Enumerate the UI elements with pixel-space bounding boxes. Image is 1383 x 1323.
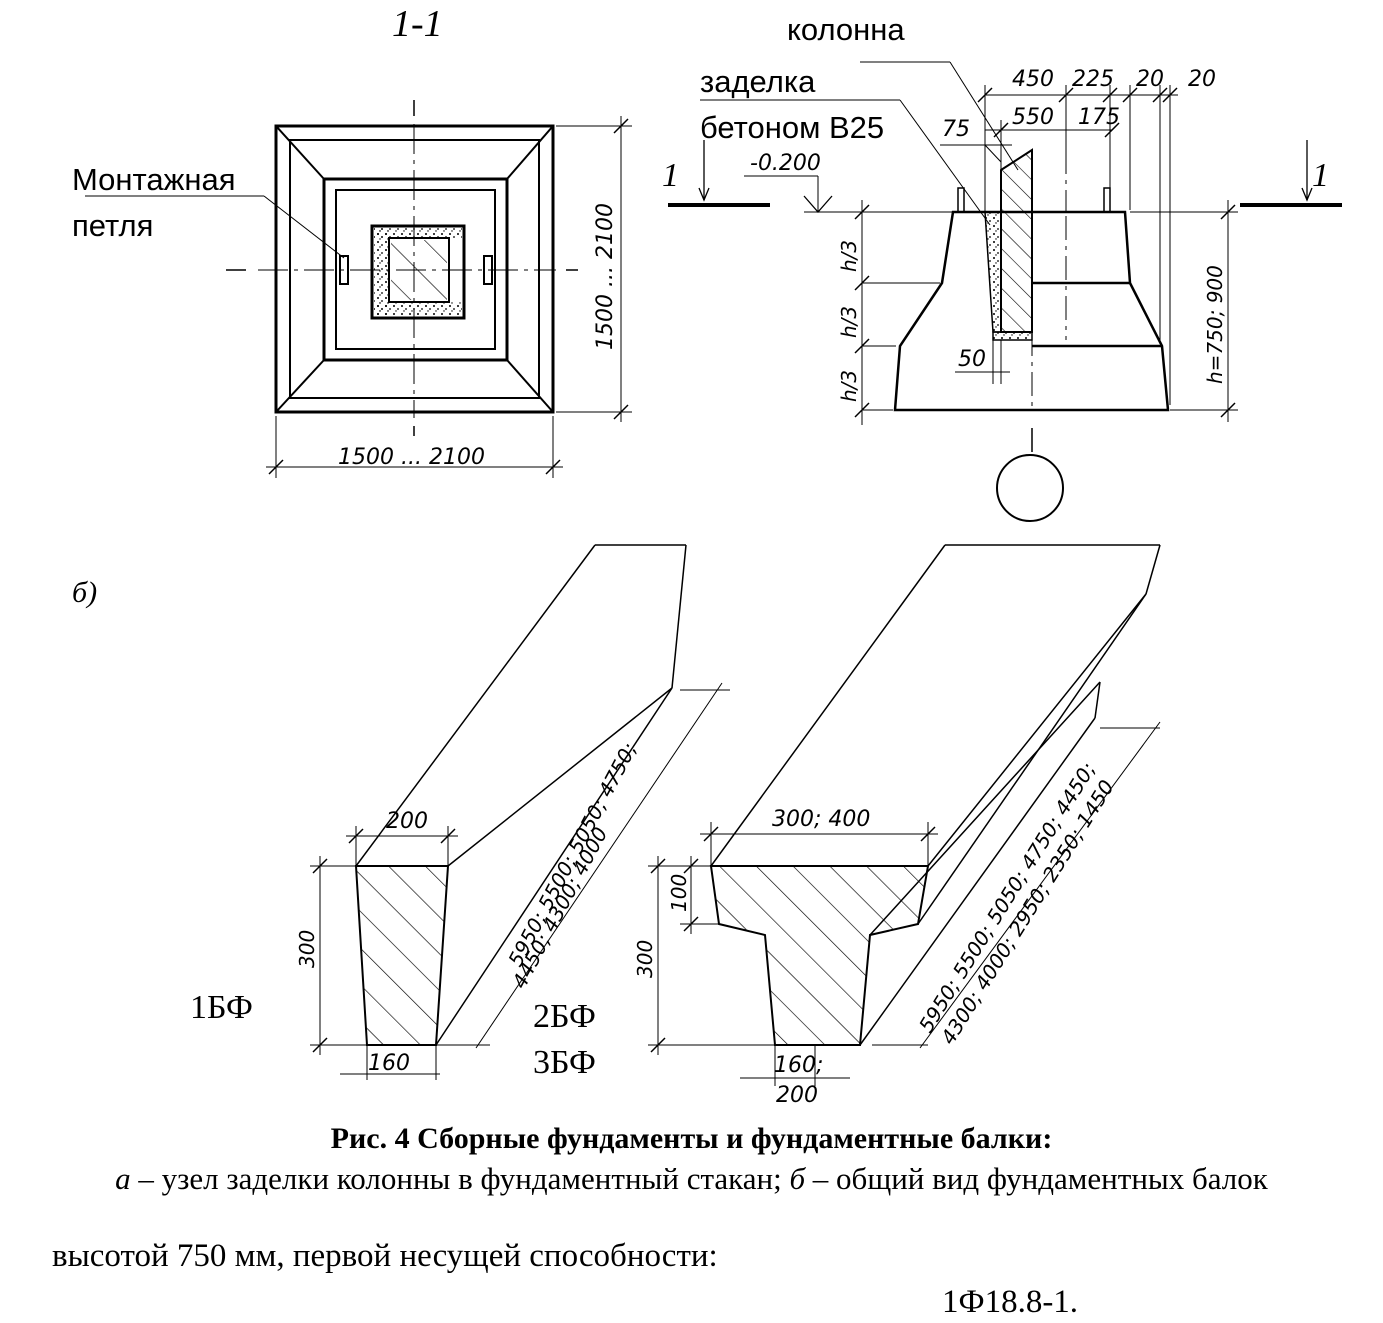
dim-20-a: 20 [1136, 67, 1164, 92]
beam1-width-top: 200 [386, 809, 428, 834]
dim-75: 75 [942, 117, 970, 142]
beam-1bf [310, 544, 730, 1080]
beam3-mark: 3БФ [533, 1044, 596, 1081]
beam2-lengths-2: 4300; 4000; 2950; 2350; 1450 [936, 776, 1119, 1049]
fill-label-line1: заделка [700, 64, 816, 99]
beam1-lengths-2: 4450; 4300; 4000 [507, 823, 612, 992]
cut-mark-right: 1 [1312, 157, 1329, 194]
dim-175: 175 [1078, 105, 1120, 130]
beam1-width-bottom: 160 [368, 1051, 410, 1076]
plan-dim-right: 1500 ... 2100 [593, 203, 618, 350]
column-label: колонна [787, 12, 905, 47]
dim-550: 550 [1012, 105, 1054, 130]
dim-50: 50 [958, 347, 986, 372]
fill-label-line2: бетоном В25 [700, 110, 884, 145]
beam1-mark: 1БФ [190, 989, 253, 1026]
plan-view [85, 100, 632, 478]
figure-caption-description: а – узел заделки колонны в фундаментный … [0, 1160, 1383, 1198]
cut-mark-left: 1 [662, 157, 679, 194]
loop-label-line2: петля [72, 208, 153, 243]
dim-h3-middle: h/3 [837, 306, 861, 338]
panel-label-b: б) [72, 576, 97, 609]
beam2-width-bottom-2: 200 [776, 1083, 818, 1108]
section-mark: 1-1 [392, 3, 443, 45]
dim-h3-top: h/3 [837, 240, 861, 272]
caption-a-text: – узел заделки колонны в фундаментный ст… [130, 1161, 790, 1196]
dim-225: 225 [1072, 67, 1114, 92]
beam2-lengths-1: 5950; 5500; 5050; 4750; 4450; [914, 758, 1101, 1037]
body-text-line: высотой 750 мм, первой несущей способнос… [52, 1238, 718, 1274]
dim-20-b: 20 [1188, 67, 1216, 92]
beam2-height: 300 [633, 940, 657, 978]
plan-dim-bottom: 1500 ... 2100 [338, 445, 485, 470]
caption-a-letter: а [115, 1161, 131, 1196]
level-mark: -0.200 [750, 151, 821, 176]
caption-b-letter: б [789, 1161, 806, 1196]
beam1-height: 300 [295, 930, 319, 968]
figure-caption-title: Рис. 4 Сборные фундаменты и фундаментные… [330, 1122, 1053, 1155]
dim-450: 450 [1012, 67, 1054, 92]
section-view [668, 61, 1342, 522]
beam2-flange: 100 [667, 874, 691, 912]
loop-label-line1: Монтажная [72, 162, 236, 197]
dim-height: h=750; 900 [1203, 265, 1227, 384]
foundation-code: 1Ф18.8-1. [942, 1284, 1079, 1320]
beam1-lengths-1: 5950; 5500; 5050; 4750; [503, 739, 641, 971]
beam2-width-top: 300; 400 [772, 807, 870, 832]
beam2-mark: 2БФ [533, 998, 596, 1035]
beam-2bf-3bf [648, 544, 1161, 1086]
dim-h3-bottom: h/3 [837, 370, 861, 402]
beam2-width-bottom-1: 160; [774, 1053, 823, 1078]
caption-b-text: – общий вид фундаментных балок [805, 1161, 1268, 1196]
